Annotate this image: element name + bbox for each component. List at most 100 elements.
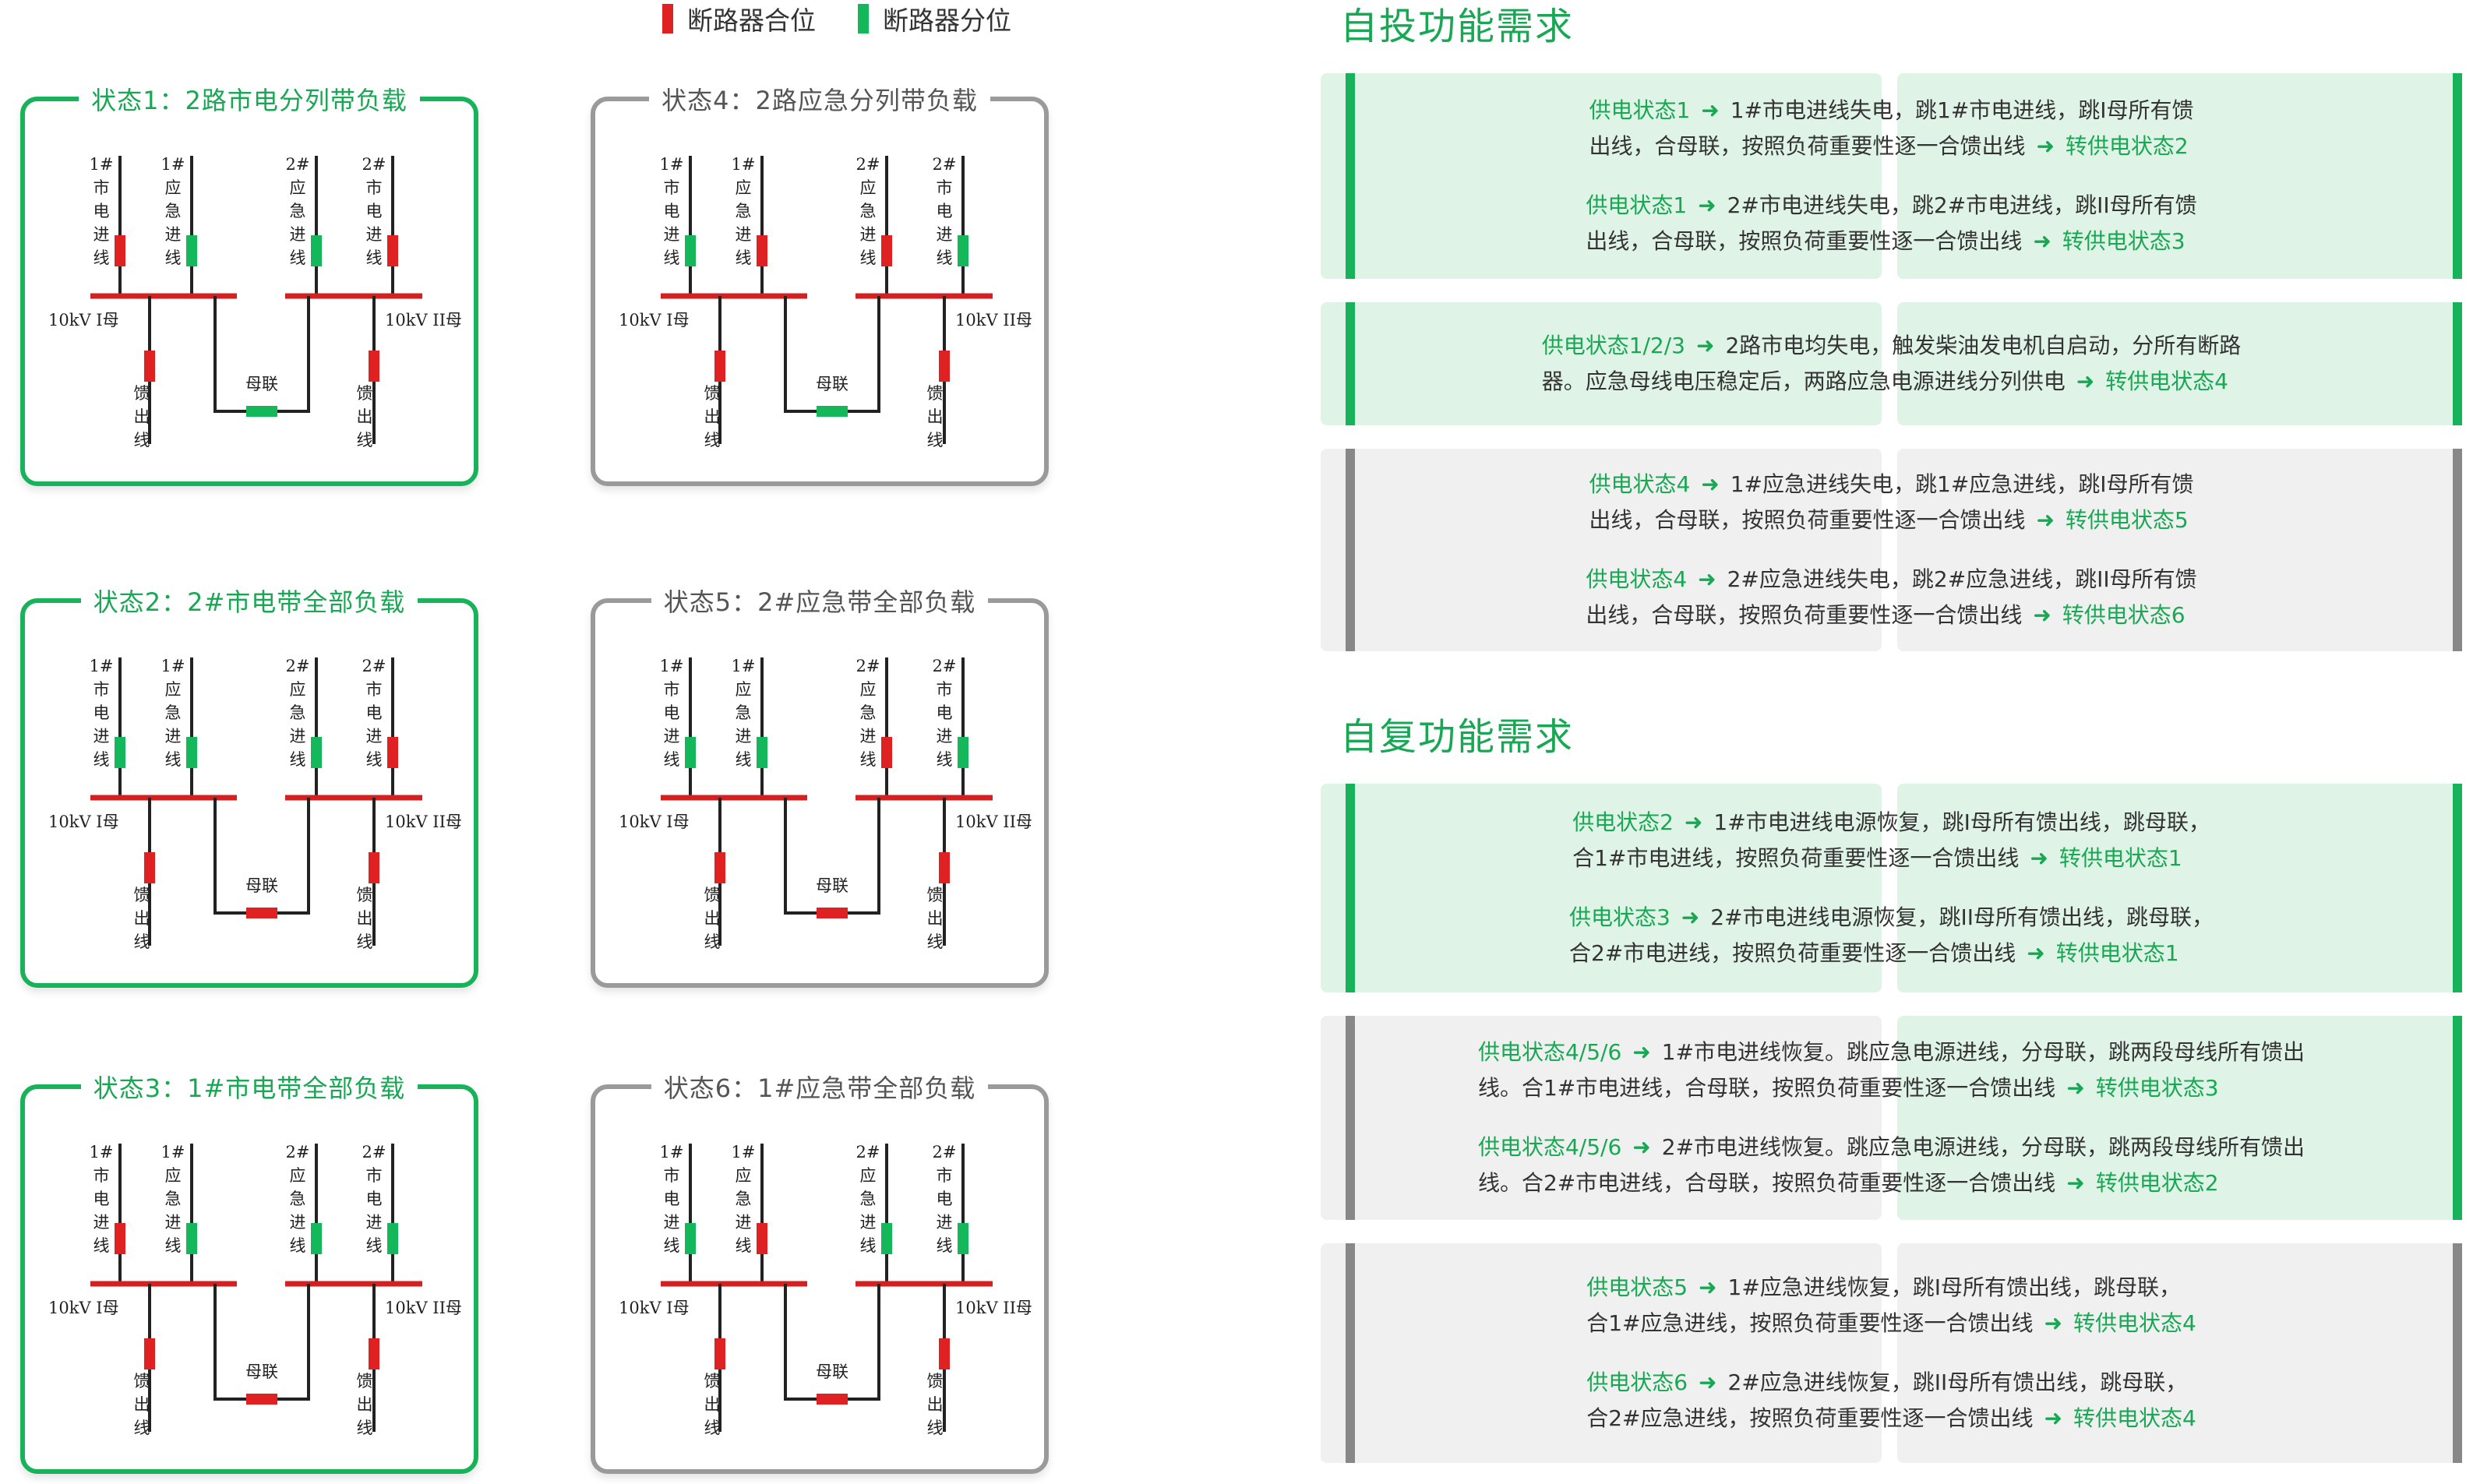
emergency-1-incoming-label: 1#应急进线 [732, 657, 756, 769]
accent-bar-right [2453, 302, 2462, 425]
auto-restore-group-1: 供电状态2➜1#市电进线电源恢复，跳Ⅰ母所有馈出线，跳母联，合1#市电进线，按照… [1321, 784, 2462, 992]
to-state: 转供电状态2 [2065, 133, 2189, 159]
shade-left [1321, 302, 1882, 425]
utility-1-incoming-breaker [115, 235, 125, 266]
shade-right [1897, 73, 2462, 279]
bus-tie-line [213, 296, 310, 413]
utility-1-incoming-label: 1#市电进线 [660, 1143, 684, 1255]
requirement-item: 供电状态3➜2#市电进线电源恢复，跳ⅠⅠ母所有馈出线，跳母联，合2#市电进线，按… [1569, 900, 2214, 971]
bus-1-label: 10kV Ⅰ母 [48, 1299, 119, 1317]
feeder-2-breaker [369, 351, 379, 382]
bus-tie-breaker [246, 1394, 277, 1405]
utility-1-incoming-breaker [685, 235, 696, 266]
utility-2-incoming-breaker [387, 1223, 398, 1254]
requirement-list: 供电状态4➜1#应急进线失电，跳1#应急进线，跳Ⅰ母所有馈出线，合母联，按照负荷… [1321, 449, 2462, 651]
arrow-right-icon: ➜ [1699, 1274, 1717, 1300]
arrow-right-icon: ➜ [2044, 1405, 2062, 1431]
arrow-right-icon: ➜ [2033, 602, 2051, 628]
state-title: 状态1：2路市电分列带负载 [79, 86, 420, 115]
bus-tie-line [213, 798, 310, 915]
requirement-item: 供电状态2➜1#市电进线电源恢复，跳Ⅰ母所有馈出线，跳母联，合1#市电进线，按照… [1572, 805, 2210, 876]
requirement-item: 供电状态4/5/6➜1#市电进线恢复。跳应急电源进线，分母联，跳两段母线所有馈出… [1478, 1035, 2305, 1106]
bus-2-label: 10kV ⅠⅠ母 [385, 812, 462, 831]
requirement-line-1: 1#应急进线失电，跳1#应急进线，跳Ⅰ母所有馈 [1730, 471, 2194, 497]
feeder-2-breaker [369, 852, 379, 883]
arrow-right-icon: ➜ [2044, 1310, 2062, 1336]
emergency-1-incoming-label: 1#应急进线 [161, 1143, 185, 1255]
accent-bar-left [1346, 73, 1355, 279]
accent-bar-left [1346, 784, 1355, 992]
emergency-1-incoming-breaker [186, 1223, 197, 1254]
arrow-right-icon: ➜ [2066, 1075, 2085, 1101]
requirement-line-1: 2#应急进线失电，跳2#应急进线，跳ⅠⅠ母所有馈 [1727, 566, 2197, 592]
from-state: 供电状态1 [1586, 192, 1688, 218]
feeder-1-label: 馈出线 [704, 384, 721, 449]
arrow-right-icon: ➜ [1696, 333, 1715, 358]
requirement-list: 供电状态5➜1#应急进线恢复，跳Ⅰ母所有馈出线，跳母联，合1#应急进线，按照负荷… [1321, 1243, 2462, 1463]
to-state: 转供电状态5 [2065, 507, 2189, 533]
bus-tie-label: 母联 [245, 1362, 278, 1381]
arrow-right-icon: ➜ [1632, 1134, 1651, 1160]
bus-tie-line [213, 1284, 310, 1401]
accent-bar-right [2453, 1016, 2462, 1220]
arrow-right-icon: ➜ [1632, 1039, 1651, 1065]
shade-left [1321, 784, 1882, 992]
feeder-1-breaker [144, 1338, 155, 1369]
emergency-1-incoming-breaker [186, 737, 197, 768]
emergency-2-incoming-breaker [311, 737, 322, 768]
arrow-right-icon: ➜ [1701, 471, 1720, 497]
accent-bar-right [2453, 784, 2462, 992]
from-state: 供电状态4 [1586, 566, 1688, 592]
to-state: 转供电状态1 [2055, 940, 2179, 966]
requirement-list: 供电状态2➜1#市电进线电源恢复，跳Ⅰ母所有馈出线，跳母联，合1#市电进线，按照… [1321, 784, 2462, 992]
requirement-line-1: 1#市电进线电源恢复，跳Ⅰ母所有馈出线，跳母联， [1713, 809, 2210, 835]
shade-right [1897, 449, 2462, 651]
bus-tie-line [784, 798, 880, 915]
utility-1-incoming-label: 1#市电进线 [90, 1143, 114, 1255]
from-state: 供电状态3 [1568, 904, 1670, 930]
from-state: 供电状态2 [1572, 809, 1674, 835]
open-swatch-icon [858, 4, 869, 33]
emergency-2-incoming-breaker [311, 1223, 322, 1254]
bus-2-label: 10kV ⅠⅠ母 [385, 1299, 462, 1317]
utility-1-incoming-breaker [685, 737, 696, 768]
utility-1-incoming-label: 1#市电进线 [90, 657, 114, 769]
shade-right [1897, 1016, 2462, 1220]
feeder-1-breaker [714, 351, 725, 382]
auto-restore-group-2: 供电状态4/5/6➜1#市电进线恢复。跳应急电源进线，分母联，跳两段母线所有馈出… [1321, 1016, 2462, 1220]
shade-left [1321, 449, 1882, 651]
utility-1-incoming-label: 1#市电进线 [660, 155, 684, 267]
requirement-item: 供电状态1➜2#市电进线失电，跳2#市电进线，跳ⅠⅠ母所有馈出线，合母联，按照负… [1586, 188, 2196, 259]
requirement-line-2: 合2#市电进线，按照负荷重要性逐一合馈出线 [1568, 940, 2016, 966]
bus-tie-line [784, 1284, 880, 1401]
bus-2-label: 10kV ⅠⅠ母 [955, 812, 1032, 831]
requirement-item: 供电状态4➜1#应急进线失电，跳1#应急进线，跳Ⅰ母所有馈出线，合母联，按照负荷… [1589, 467, 2193, 538]
bus-1-label: 10kV Ⅰ母 [48, 311, 119, 330]
arrow-right-icon: ➜ [2036, 507, 2055, 533]
bus-1-label: 10kV Ⅰ母 [619, 311, 690, 330]
closed-swatch-icon [662, 4, 673, 33]
requirement-line-1: 1#应急进线恢复，跳Ⅰ母所有馈出线，跳母联， [1727, 1274, 2182, 1300]
requirement-line-1: 2路市电均失电，触发柴油发电机自启动，分所有断路 [1725, 333, 2242, 358]
feeder-2-label: 馈出线 [927, 384, 944, 449]
to-state: 转供电状态3 [2095, 1075, 2219, 1101]
requirement-item: 供电状态1➜1#市电进线失电，跳1#市电进线，跳Ⅰ母所有馈出线，合母联，按照负荷… [1589, 93, 2193, 164]
accent-bar-right [2453, 449, 2462, 651]
requirement-item: 供电状态4/5/6➜2#市电进线恢复。跳应急电源进线，分母联，跳两段母线所有馈出… [1478, 1130, 2305, 1201]
bus-tie-label: 母联 [816, 1362, 848, 1381]
feeder-1-label: 馈出线 [704, 1372, 721, 1437]
emergency-2-incoming-breaker [881, 737, 892, 768]
requirement-item: 供电状态1/2/3➜2路市电均失电，触发柴油发电机自启动，分所有断路器。应急母线… [1542, 328, 2242, 400]
emergency-2-incoming-breaker [881, 235, 892, 266]
feeder-1-breaker [714, 852, 725, 883]
bus-tie-breaker [817, 1394, 848, 1405]
feeder-2-breaker [939, 852, 950, 883]
emergency-2-incoming-label: 2#应急进线 [856, 657, 880, 769]
feeder-1-label: 馈出线 [134, 1372, 150, 1437]
